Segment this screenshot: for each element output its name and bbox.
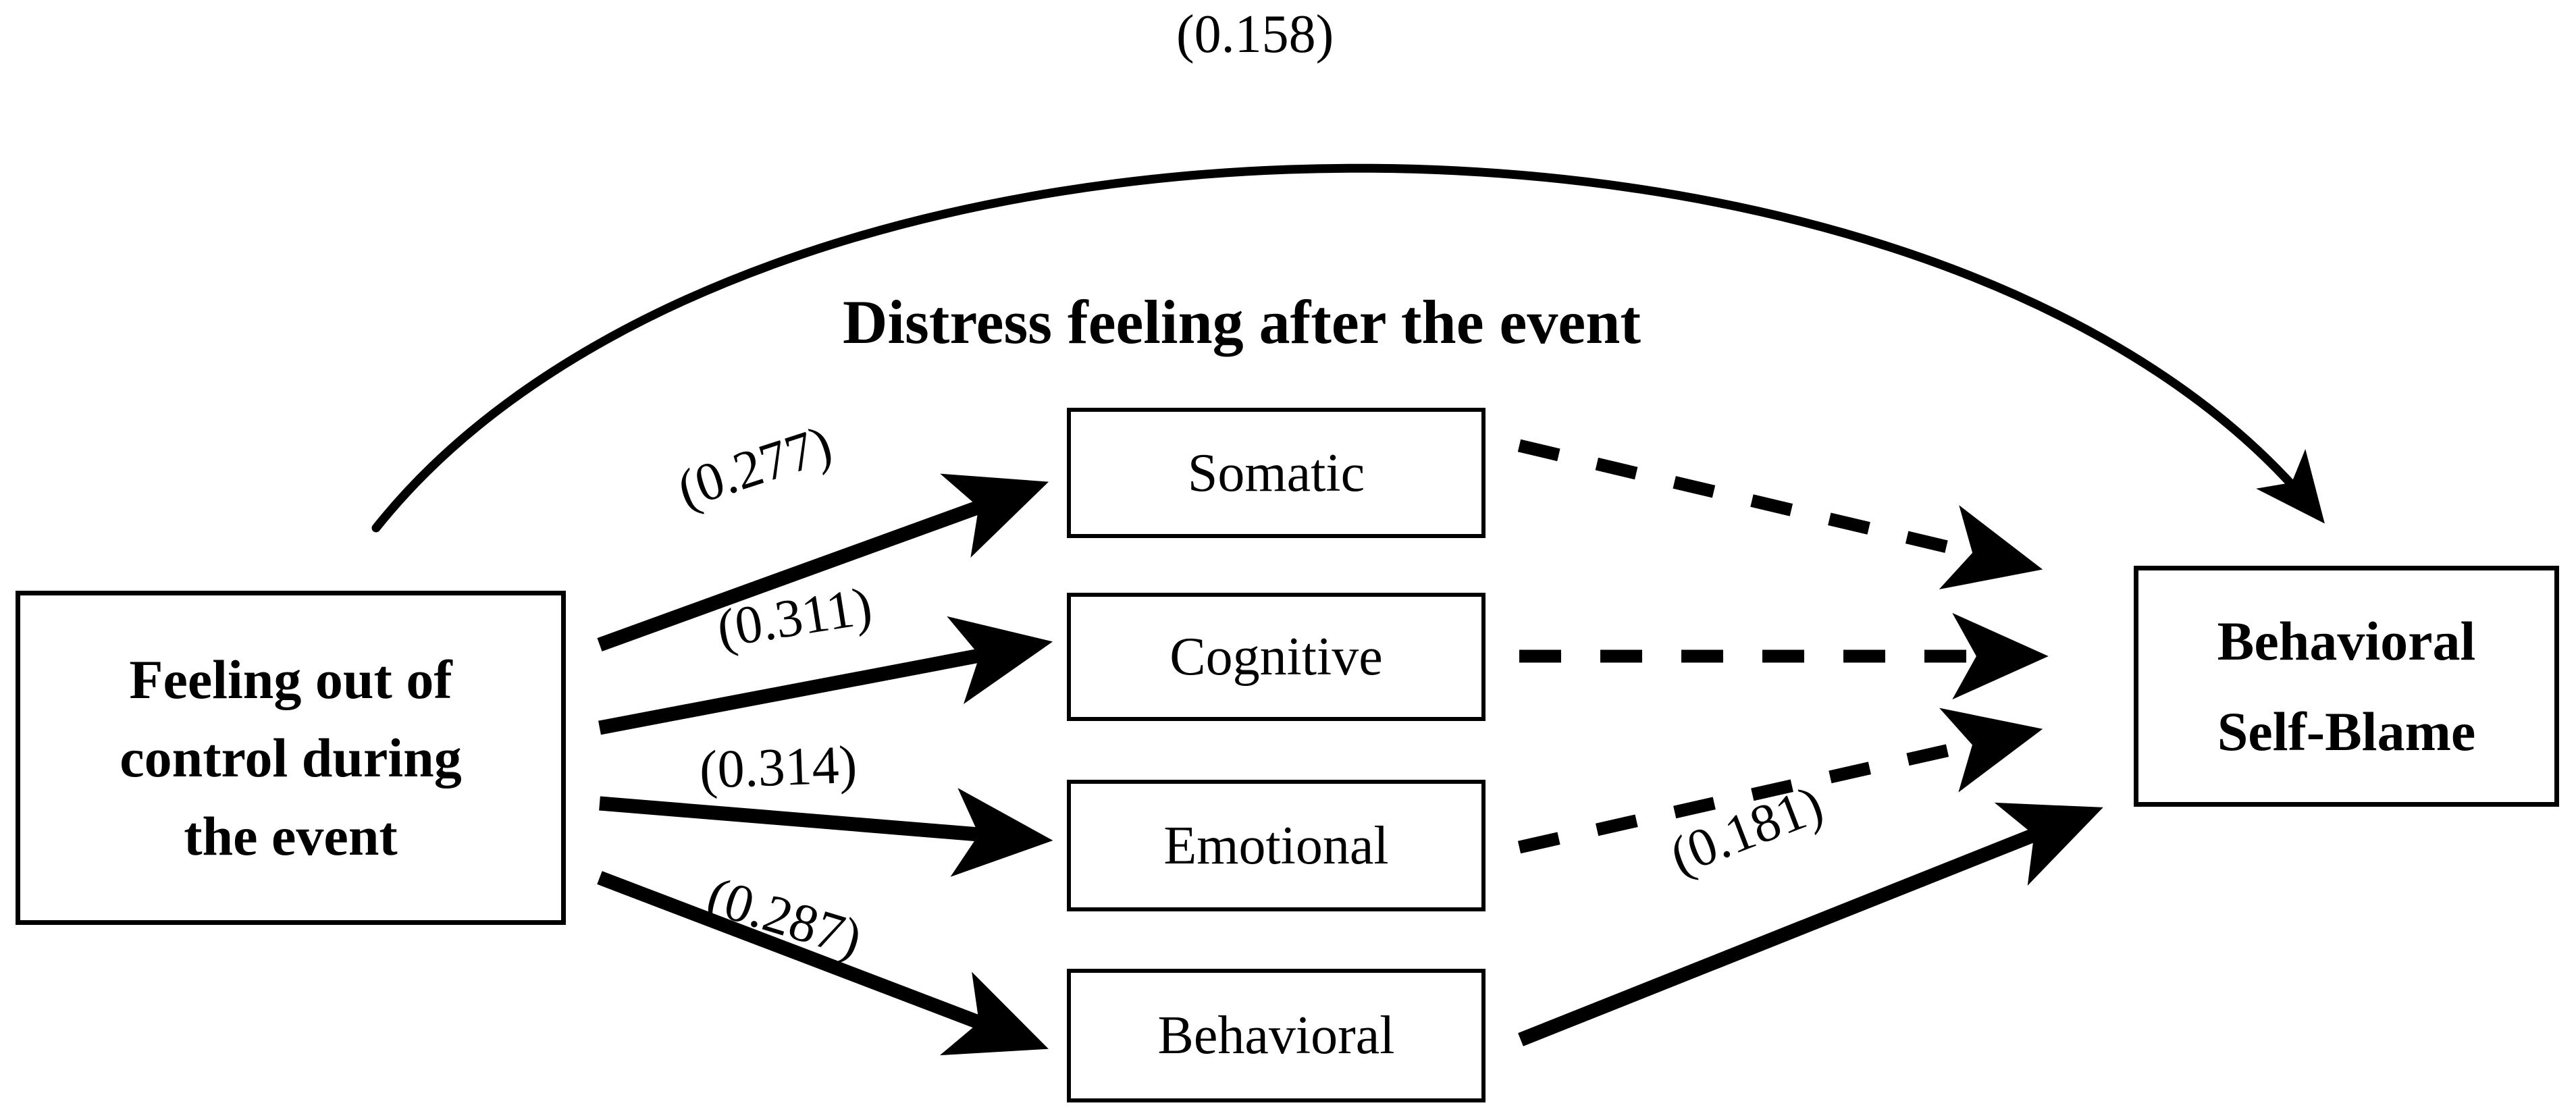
node-predictor-line-3: the event: [184, 805, 398, 867]
coefficient-total-effect: (0.158): [1176, 5, 1334, 64]
node-mediator-cognitive: Cognitive: [1067, 593, 1486, 721]
edge-predictor-to-cognitive: [598, 616, 1053, 735]
node-mediator-cognitive-label: Cognitive: [1169, 627, 1383, 687]
node-predictor-line-1: Feeling out of: [129, 648, 452, 710]
edge-behavioral-to-outcome: [1518, 802, 2103, 1046]
coefficient-predictor-to-emotional: (0.314): [698, 735, 858, 800]
node-predictor-line-2: control during: [120, 726, 462, 789]
node-outcome: Behavioral Self-Blame: [2134, 566, 2559, 807]
section-title: Distress feeling after the event: [843, 288, 1641, 356]
edge-somatic-to-outcome: [1517, 439, 2043, 590]
node-mediator-somatic-label: Somatic: [1187, 443, 1365, 503]
node-predictor: Feeling out of control during the event: [16, 591, 566, 925]
node-mediator-behavioral: Behavioral: [1067, 969, 1486, 1102]
edge-predictor-to-outcome-curved: [371, 163, 2325, 533]
node-mediator-emotional-label: Emotional: [1163, 816, 1389, 876]
edge-emotional-to-outcome: [1517, 708, 2043, 854]
node-mediator-emotional: Emotional: [1067, 780, 1486, 911]
node-outcome-line-1: Behavioral: [2217, 610, 2476, 672]
node-mediator-somatic: Somatic: [1067, 408, 1486, 538]
edge-predictor-to-behavioral: [597, 871, 1049, 1056]
node-outcome-line-2: Self-Blame: [2217, 700, 2476, 762]
edge-predictor-to-emotional: [599, 788, 1053, 877]
node-mediator-behavioral-label: Behavioral: [1157, 1006, 1395, 1065]
edge-predictor-to-somatic: [597, 473, 1049, 651]
